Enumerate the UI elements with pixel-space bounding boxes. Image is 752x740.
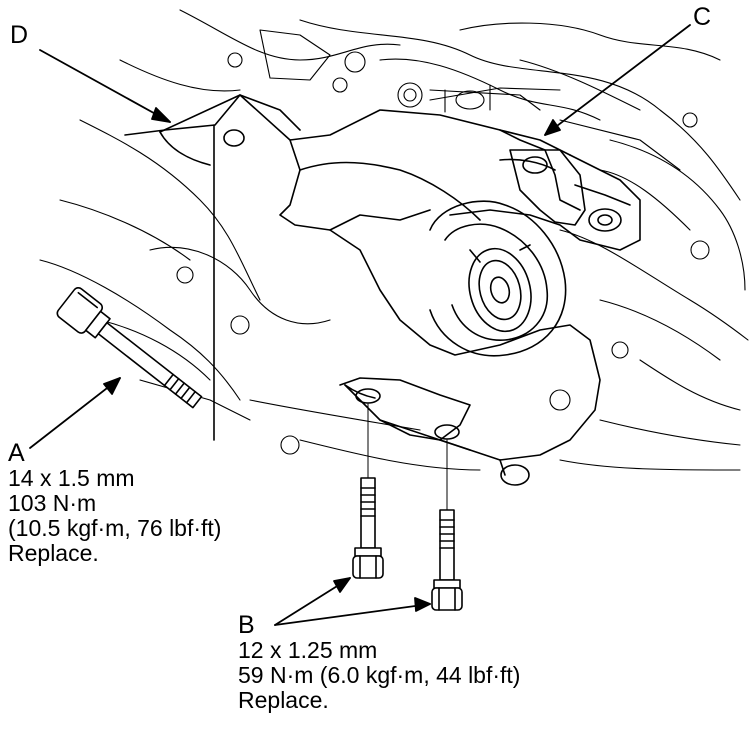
callout-a-block: A 14 x 1.5 mm 103 N·m (10.5 kgf·m, 76 lb… [8,441,221,566]
bolt-mounting-plate [339,377,530,486]
callout-a-note: Replace. [8,540,99,566]
leader-b-right [274,603,431,626]
leader-a [29,377,121,449]
background-chassis-linework [39,9,749,471]
callout-b-size: 12 x 1.25 mm [238,637,378,663]
callout-d-letter: D [10,21,29,49]
callout-a-torque: 103 N·m [8,490,97,516]
subframe-mount-bracket [124,94,245,441]
leader-arrows [29,24,691,626]
rear-bushing-bracket [499,149,631,232]
leader-c [544,24,691,136]
callout-a-torque-alt: (10.5 kgf·m, 76 lbf·ft) [8,515,222,541]
callout-b-block: B 12 x 1.25 mm 59 N·m (6.0 kgf·m, 44 lbf… [238,613,520,713]
bolt-b-left [352,403,384,579]
callout-b-letter: B [238,611,255,639]
callout-b-torque: 59 N·m (6.0 kgf·m, 44 lbf·ft) [238,662,521,688]
callout-a-size: 14 x 1.5 mm [8,465,135,491]
callout-a-letter: A [8,439,25,467]
bolt-a [56,286,203,409]
front-bushing [429,200,567,357]
bolt-b-right [431,439,463,611]
leader-d [39,49,171,123]
callout-c-letter: C [693,3,712,31]
callout-b-note: Replace. [238,687,329,713]
